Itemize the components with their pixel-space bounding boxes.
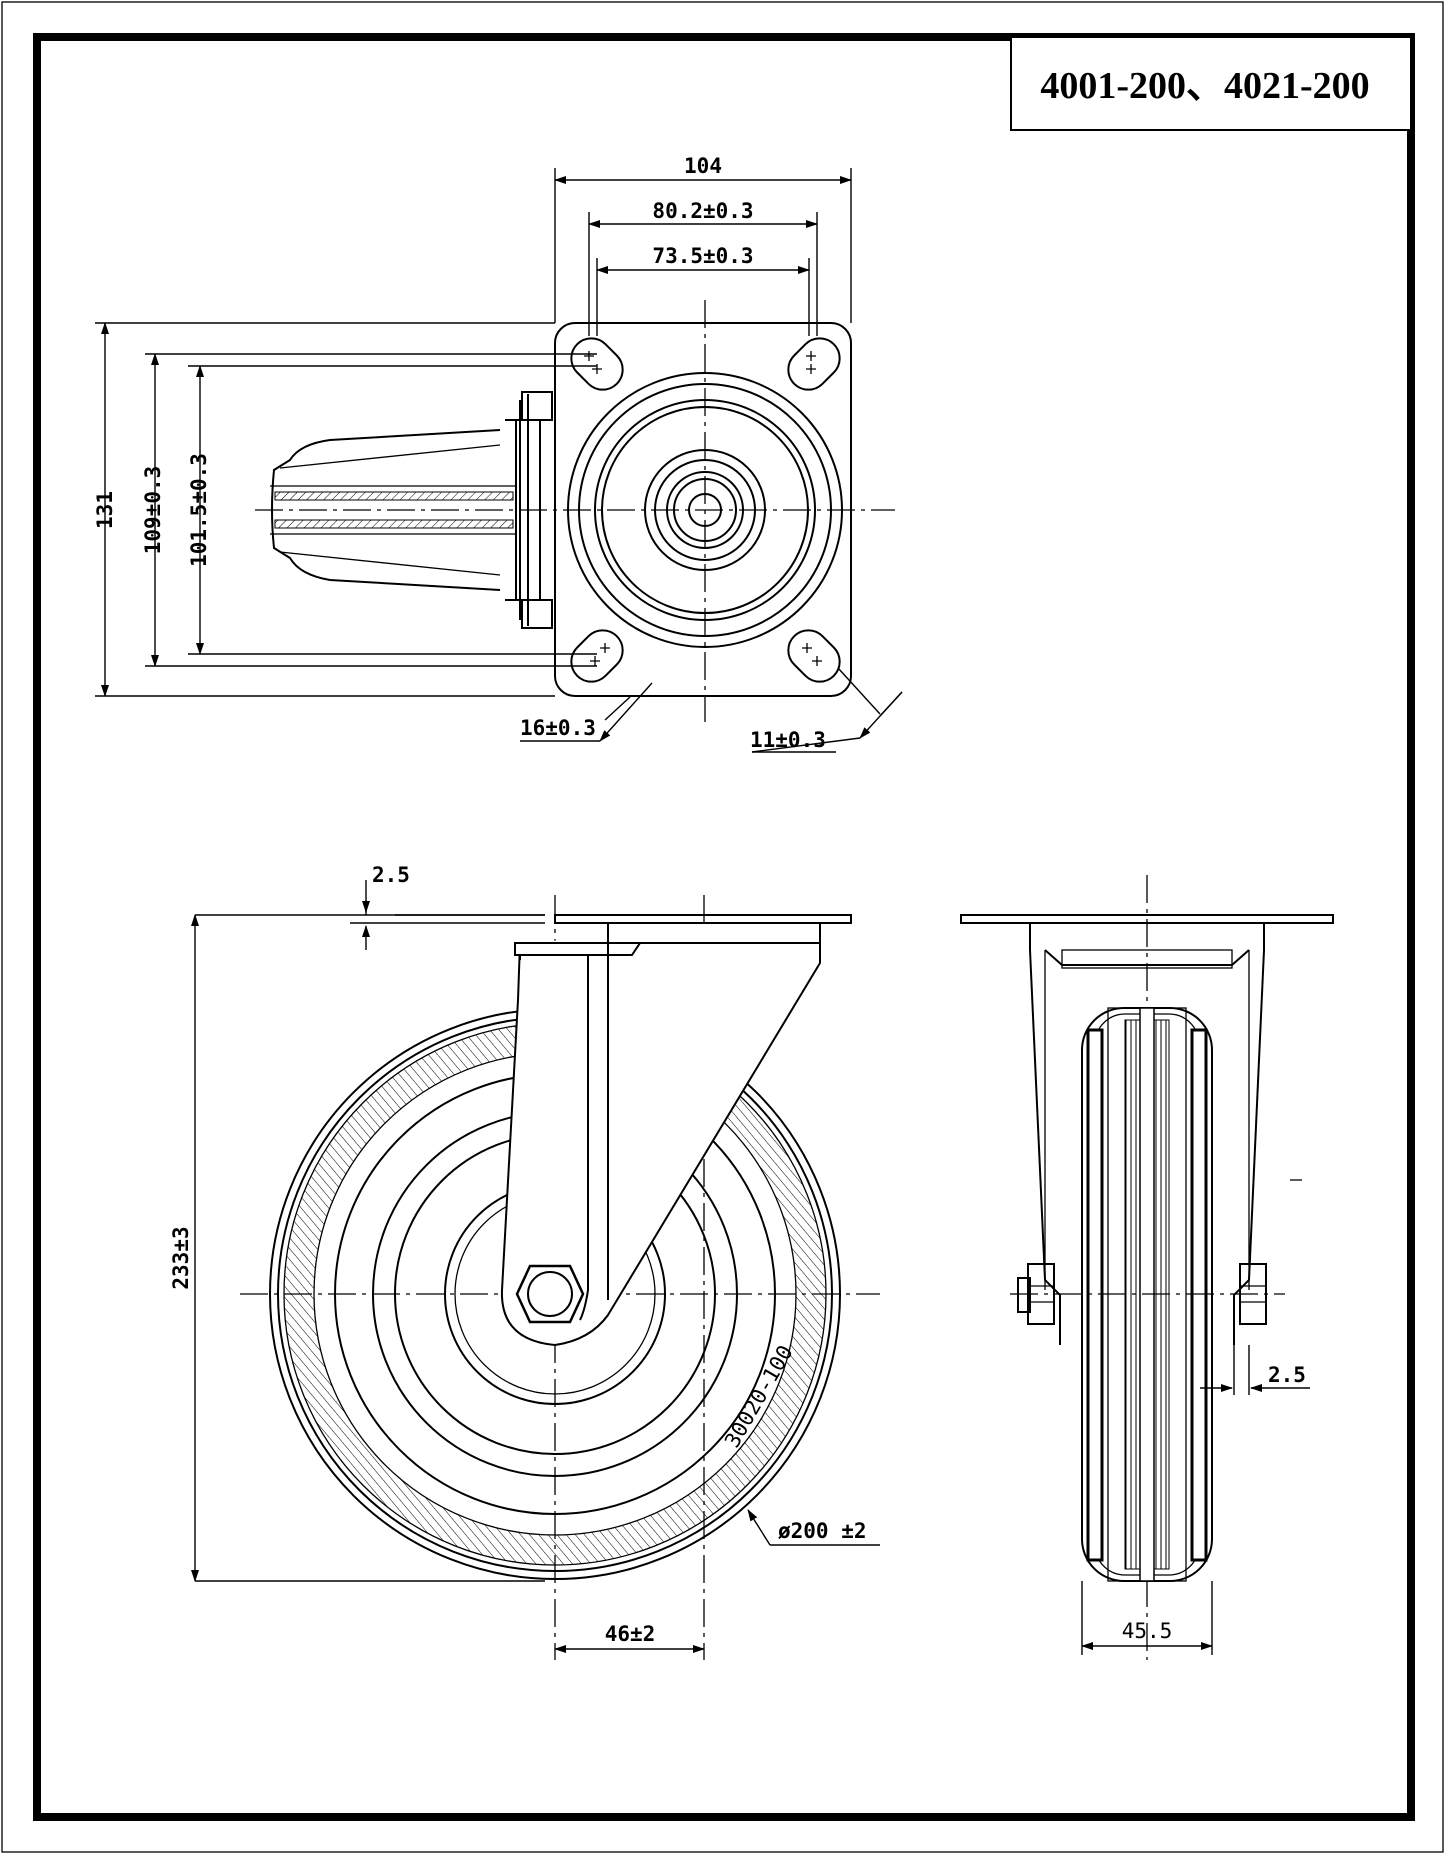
mounting-slot xyxy=(570,337,624,391)
drawing-title: 4001-200、4021-200 xyxy=(1040,65,1369,107)
wheel-side-projection xyxy=(270,391,553,629)
axle-nut xyxy=(515,1264,585,1324)
dim-wheel-diameter: ø200 ±2 xyxy=(778,1519,867,1543)
front-view: 30020-100 2.5 233±3 ø200 ±2 46±2 xyxy=(169,863,880,1660)
dim-fork-thickness: 2.5 xyxy=(1268,1363,1306,1387)
dim-wheel-width: 45.5 xyxy=(1122,1619,1173,1643)
side-view: 2.5 45.5 xyxy=(960,875,1334,1660)
dim-height-outer-holes: 109±0.3 xyxy=(141,466,165,555)
dim-slot-length: 16±0.3 xyxy=(520,716,596,740)
dim-height-overall: 131 xyxy=(93,491,117,529)
dim-slot-width: 11±0.3 xyxy=(750,728,826,752)
dim-height-inner-holes: 101.5±0.3 xyxy=(187,453,211,567)
dim-hole-spacing-inner: 73.5±0.3 xyxy=(652,244,753,268)
top-view: 104 80.2±0.3 73.5±0.3 131 109±0.3 101.5±… xyxy=(93,154,903,753)
dim-overall-height: 233±3 xyxy=(169,1226,193,1289)
dim-hole-spacing-outer: 80.2±0.3 xyxy=(652,199,753,223)
mounting-slot xyxy=(570,629,624,683)
dim-plate-thickness: 2.5 xyxy=(372,863,410,887)
dim-width-overall: 104 xyxy=(684,154,722,178)
mounting-slot xyxy=(787,337,841,391)
dim-offset: 46±2 xyxy=(605,1622,656,1646)
front-plate xyxy=(554,914,852,924)
title-block: 4001-200、4021-200 xyxy=(1010,36,1412,131)
drawing-border xyxy=(33,33,1415,1821)
mounting-slot xyxy=(787,629,841,683)
